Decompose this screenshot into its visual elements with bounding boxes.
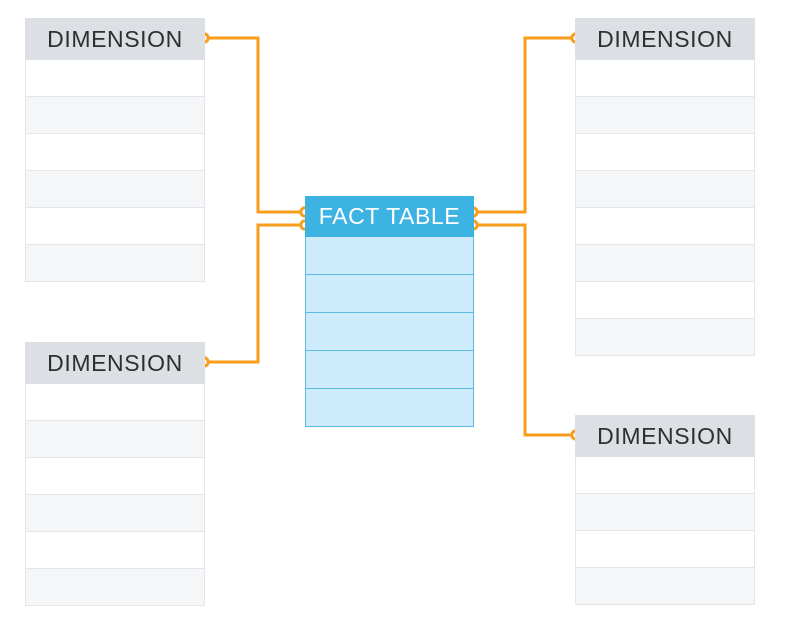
dimension-table-row [25,495,205,532]
dimension-table-row [575,457,755,494]
dimension-table-bottom-right[interactable]: DIMENSION [575,415,755,605]
dimension-table-row [25,245,205,282]
dimension-table-row [25,421,205,458]
dimension-table-rows [25,60,205,282]
dimension-table-row [25,532,205,569]
fact-table-row [305,237,474,275]
connector-line [473,36,576,214]
fact-table-row [305,275,474,313]
dimension-table-row [25,384,205,421]
connector-line [204,223,305,364]
fact-table[interactable]: FACT TABLE [305,196,474,427]
dimension-table-row [575,568,755,605]
fact-table-rows [305,237,474,427]
dimension-table-row [25,569,205,606]
dimension-table-row [575,494,755,531]
dimension-table-rows [575,60,755,356]
fact-table-row [305,351,474,389]
dimension-table-row [575,282,755,319]
dimension-table-header: DIMENSION [25,342,205,384]
dimension-table-row [575,208,755,245]
dimension-table-row [575,245,755,282]
dimension-table-row [575,531,755,568]
dimension-table-header: DIMENSION [575,415,755,457]
dimension-table-row [575,171,755,208]
dimension-table-row [25,458,205,495]
dimension-table-row [25,134,205,171]
dimension-table-header: DIMENSION [575,18,755,60]
dimension-table-row [25,208,205,245]
dimension-table-bottom-left[interactable]: DIMENSION [25,342,205,606]
dimension-table-row [25,60,205,97]
dimension-table-row [575,97,755,134]
dimension-table-row [25,97,205,134]
fact-table-row [305,313,474,351]
fact-table-header: FACT TABLE [305,196,474,237]
connector-line [204,36,305,214]
dimension-table-row [575,319,755,356]
dimension-table-rows [575,457,755,605]
dimension-table-row [575,134,755,171]
dimension-table-rows [25,384,205,606]
dimension-table-top-right[interactable]: DIMENSION [575,18,755,356]
fact-table-row [305,389,474,427]
dimension-table-top-left[interactable]: DIMENSION [25,18,205,282]
dimension-table-row [25,171,205,208]
connector-line [473,223,576,437]
dimension-table-row [575,60,755,97]
dimension-table-header: DIMENSION [25,18,205,60]
